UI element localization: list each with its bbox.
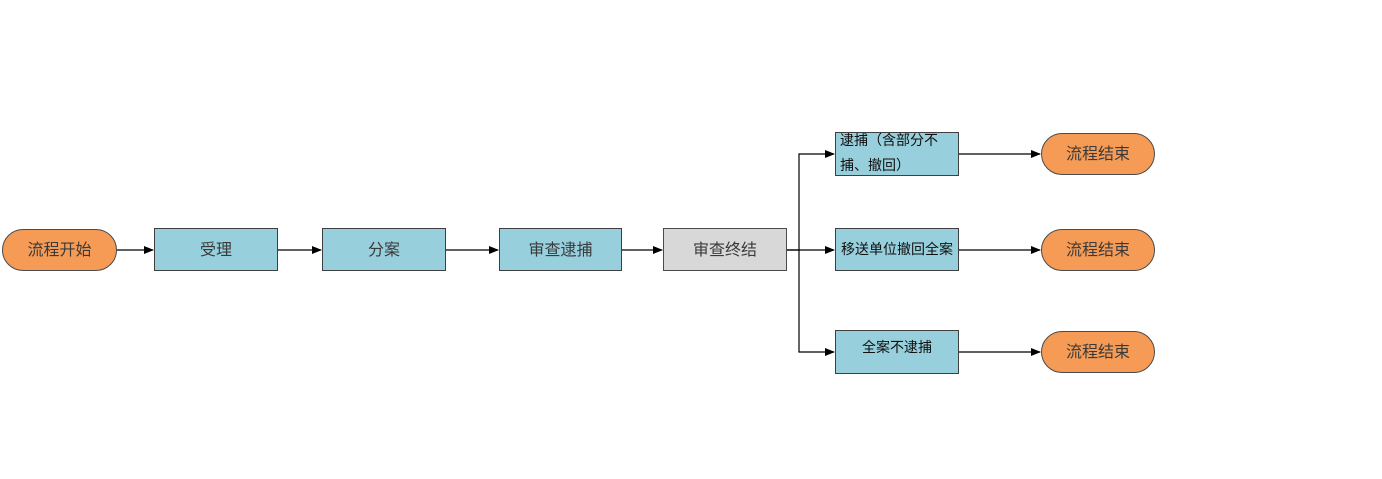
review-arrest-node: 审查逮捕 (499, 228, 622, 271)
assign-node: 分案 (322, 228, 446, 271)
arrow-to-no-arrest (798, 250, 835, 356)
accept-node: 受理 (154, 228, 278, 271)
arrest-partial-label: 逮捕（含部分不捕、撤回） (840, 133, 938, 174)
end-node-arrest: 流程结束 (1041, 133, 1155, 175)
end-node-no-arrest: 流程结束 (1041, 331, 1155, 373)
transfer-withdraw-node: 移送单位撤回全案 (835, 228, 959, 271)
arrow-to-arrest (787, 150, 835, 251)
end-node-transfer: 流程结束 (1041, 229, 1155, 271)
arrest-partial-node: 逮捕（含部分不捕、撤回） (835, 132, 959, 176)
start-node: 流程开始 (2, 229, 117, 271)
transfer-withdraw-label: 移送单位撤回全案 (841, 241, 953, 258)
no-arrest-node: 全案不逮捕 (835, 330, 959, 374)
no-arrest-label: 全案不逮捕 (862, 340, 932, 356)
review-end-node: 审查终结 (663, 228, 787, 271)
